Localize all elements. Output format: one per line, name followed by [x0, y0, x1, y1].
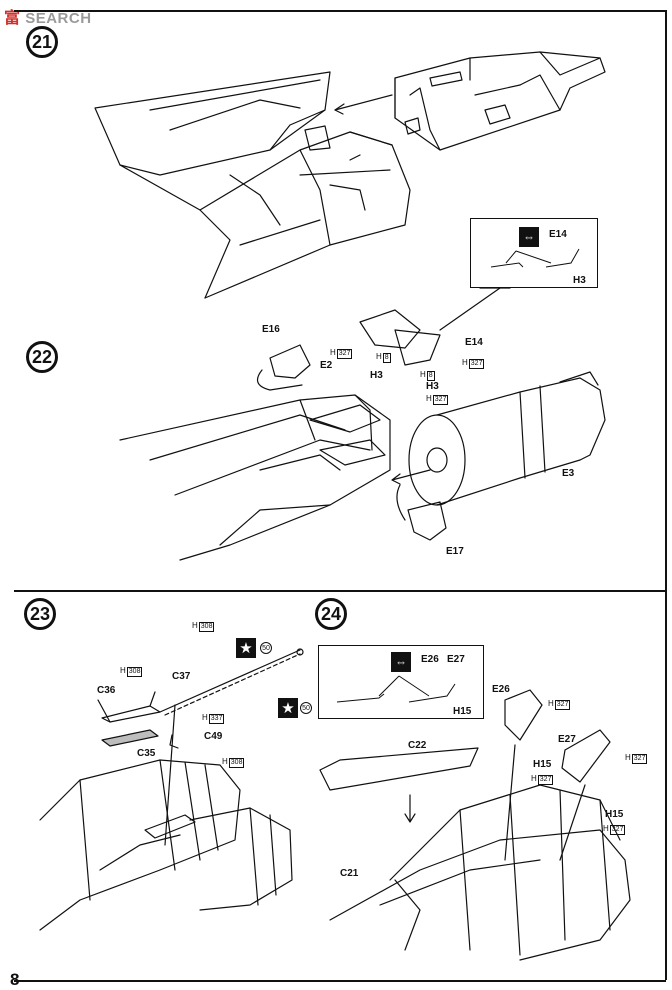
section-divider [14, 590, 666, 592]
step24-e26-e27 [504, 689, 611, 861]
decal-number-1: 50 [260, 642, 272, 654]
step21-nozzle-part [394, 51, 606, 151]
detail-e27-label: E27 [447, 654, 465, 665]
step-23-badge: 23 [24, 598, 56, 630]
label-c49: C49 [204, 731, 223, 742]
step-22-badge: 22 [26, 341, 58, 373]
step-24-number: 24 [320, 603, 342, 624]
step-23-number: 23 [29, 603, 51, 624]
direction-icon: ⇔ [519, 227, 539, 247]
step21-fuselage [94, 71, 411, 299]
detail-h15-label: H15 [453, 706, 472, 717]
label-c21: C21 [340, 868, 359, 879]
label-c36: C36 [97, 685, 116, 696]
step24-detail-box: ⇔ E26 E27 H15 [318, 645, 484, 719]
label-c35: C35 [137, 748, 156, 759]
page-number: 8 [10, 970, 20, 989]
step22-detail-leaders [439, 287, 511, 331]
watermark-text: SEARCH [25, 10, 92, 27]
step-21-number: 21 [31, 31, 53, 52]
label-e2: E2 [320, 360, 333, 371]
label-e3: E3 [562, 468, 575, 479]
step21-arrow [334, 94, 393, 111]
step22-arrow-e3 [391, 469, 431, 485]
label-e14: E14 [465, 337, 483, 348]
label-e17: E17 [446, 546, 464, 557]
detail-parts-sketch-24 [336, 675, 456, 703]
direction-icon-24: ⇔ [391, 652, 411, 672]
detail-e14-label: E14 [549, 229, 567, 240]
label-e16: E16 [262, 324, 280, 335]
step-22-number: 22 [31, 346, 53, 367]
label-h3-a: H3 [370, 370, 383, 381]
detail-h3-label: H3 [573, 275, 586, 286]
step23-c35-c36 [97, 691, 161, 747]
detail-parts-sketch [490, 248, 580, 268]
detail-e26-label: E26 [421, 654, 439, 665]
right-rule [665, 10, 667, 980]
star-decal-2: ★ [278, 698, 298, 718]
step-24-badge: 24 [315, 598, 347, 630]
step22-detail-box: ⇔ E14 H3 [470, 218, 598, 288]
watermark-logo: 富 [4, 10, 21, 27]
step23-antenna [159, 648, 304, 846]
star-decal-1: ★ [236, 638, 256, 658]
top-rule [14, 10, 666, 12]
label-h15-b: H15 [605, 809, 624, 820]
step22-e3-part [408, 371, 606, 506]
step22-e14-parts [359, 309, 441, 366]
step22-e16-part [256, 344, 311, 391]
label-e26: E26 [492, 684, 510, 695]
label-h15-a: H15 [533, 759, 552, 770]
decal-number-2: 50 [300, 702, 312, 714]
step21-arrowhead [334, 103, 345, 115]
step24-c22-part [319, 747, 479, 791]
step24-fuselage [329, 784, 631, 961]
step24-arrow-c22 [404, 794, 416, 823]
label-h3-b: H3 [426, 381, 439, 392]
step23-fuselage [39, 759, 293, 931]
label-e27: E27 [558, 734, 576, 745]
step-21-badge: 21 [26, 26, 58, 58]
watermark: 富 SEARCH [4, 4, 92, 28]
step22-e17-part [396, 484, 447, 541]
label-c22: C22 [408, 740, 427, 751]
bottom-rule [14, 980, 666, 982]
step22-fuselage [119, 394, 391, 561]
label-c37: C37 [172, 671, 191, 682]
